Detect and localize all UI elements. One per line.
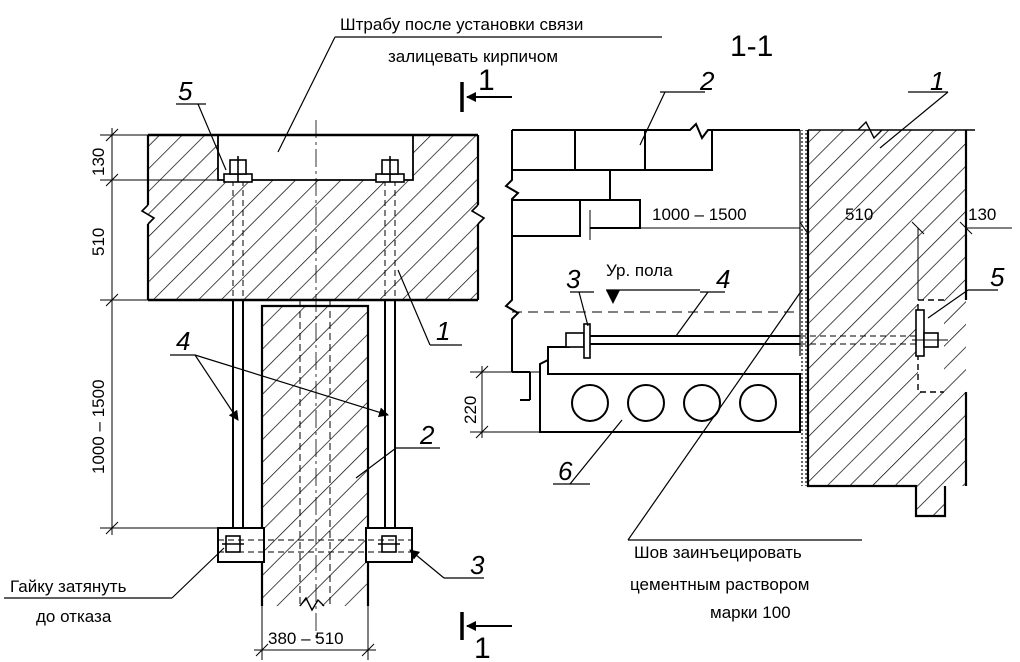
plan-dimensions xyxy=(100,128,376,660)
seam-note-line1: Шов заинъецировать xyxy=(634,543,802,562)
pos-inner-wall-section: 2 xyxy=(699,66,715,96)
section-leaders xyxy=(553,91,998,541)
pos-tie-rod-plan: 4 xyxy=(176,326,190,356)
brick-wall-section xyxy=(504,122,800,372)
pos-outer-wall-section: 1 xyxy=(930,66,944,96)
floor-level xyxy=(512,289,800,313)
pos-inner-wall-plan: 2 xyxy=(419,420,435,450)
chase-note-line2: залицевать кирпичом xyxy=(388,47,558,66)
pos-anchor-plan: 5 xyxy=(178,76,193,106)
plan-leaders xyxy=(4,36,662,599)
dim-outer-wall-section: 510 xyxy=(845,205,873,224)
pos-tie-rod-section: 4 xyxy=(716,264,730,294)
anchor-nuts-plan xyxy=(223,156,405,183)
dim-outer-wall-plan: 510 xyxy=(89,228,108,256)
pos-anchor-section: 5 xyxy=(990,262,1005,292)
dim-slab-section: 220 xyxy=(461,396,480,424)
section-dimensions xyxy=(470,221,1012,439)
tie-rod-section xyxy=(565,309,948,359)
dim-tie-length-section: 1000 – 1500 xyxy=(652,205,747,224)
seam-note-line3: марки 100 xyxy=(710,603,791,622)
pos-outer-wall-plan: 1 xyxy=(436,316,450,346)
nut-note-line2: до отказа xyxy=(36,607,112,626)
dim-inner-wall-plan: 380 – 510 xyxy=(268,629,344,648)
inner-wall-plan xyxy=(260,300,370,612)
plan-view xyxy=(4,36,662,660)
floor-level-label: Ур. пола xyxy=(606,261,673,280)
dim-chase-plan: 130 xyxy=(89,148,108,176)
chase-note-line1: Штрабу после установки связи xyxy=(340,15,583,34)
dim-chase-section: 130 xyxy=(968,205,996,224)
pos-plate-section: 3 xyxy=(566,264,581,294)
annotations: Штрабу после установки связи залицевать … xyxy=(10,15,1005,662)
nut-note-line1: Гайку затянуть xyxy=(10,577,127,596)
outer-wall-plan xyxy=(140,133,486,302)
section-view xyxy=(470,91,1012,541)
section-mark-top: 1 xyxy=(478,64,495,97)
outer-wall-section xyxy=(806,120,975,518)
dim-tie-length-plan: 1000 – 1500 xyxy=(89,379,108,474)
section-mark-bottom: 1 xyxy=(474,632,491,662)
plates-plan xyxy=(217,527,413,563)
section-title: 1-1 xyxy=(730,30,773,63)
pos-slab-section: 6 xyxy=(558,456,573,486)
seam-note-line2: цементным раствором xyxy=(630,575,809,594)
pos-plate-plan: 3 xyxy=(470,550,485,580)
hollow-slab xyxy=(512,346,801,433)
